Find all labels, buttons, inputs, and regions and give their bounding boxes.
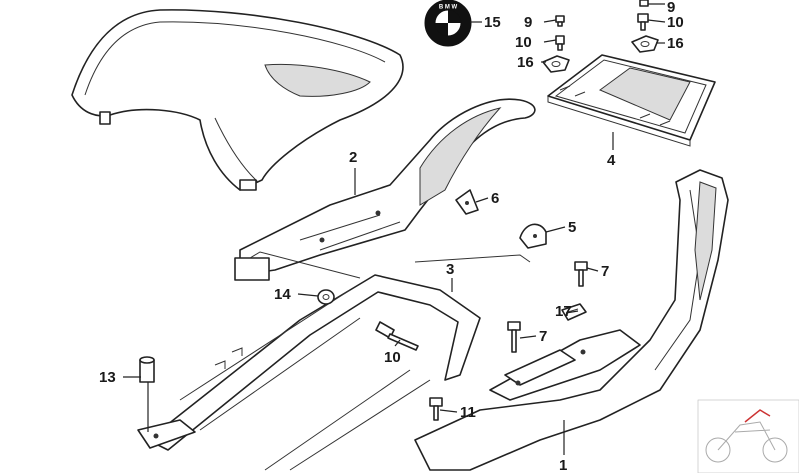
callout-9-right: 9	[667, 0, 676, 16]
callout-4: 4	[607, 152, 616, 169]
motorcycle-thumbnail	[697, 399, 799, 473]
screw-9-right	[639, 0, 649, 7]
callout-5: 5	[568, 219, 577, 236]
bolt-7-upper	[574, 261, 588, 287]
callout-15: 15	[484, 14, 501, 31]
callout-7-upper: 7	[601, 263, 610, 280]
rear-subframe-part	[137, 251, 531, 471]
rubber-buffer-5	[519, 223, 547, 249]
callout-17: 17	[555, 303, 572, 320]
callout-3: 3	[446, 261, 455, 278]
callout-7-lower: 7	[539, 328, 548, 345]
screw-10-top	[555, 35, 565, 51]
callout-1: 1	[559, 457, 568, 473]
callout-11: 11	[460, 404, 476, 421]
washer-16-left	[542, 55, 570, 73]
screw-10-right	[637, 13, 649, 31]
rubber-buffer-6	[455, 189, 479, 215]
bolt-11	[429, 397, 443, 421]
callout-6: 6	[491, 190, 500, 207]
callout-10-right: 10	[667, 14, 684, 31]
logo-lettering: B M W	[439, 5, 458, 11]
bmw-logo-part: B M W	[424, 0, 472, 47]
bolt-7-lower	[507, 321, 521, 353]
callout-14: 14	[274, 286, 291, 303]
callout-2: 2	[349, 149, 358, 166]
tail-frame-part	[414, 169, 729, 471]
bolt-10-lower	[375, 321, 419, 351]
bolt-13	[139, 356, 155, 383]
seat-cover-part	[71, 9, 404, 191]
luggage-rack-part	[547, 54, 716, 147]
grommet-14	[317, 289, 335, 305]
screw-9-top	[555, 15, 565, 27]
washer-16-right	[631, 35, 659, 53]
callout-9: 9	[524, 14, 533, 31]
leader-lines	[123, 3, 666, 455]
callout-16: 16	[517, 54, 534, 71]
callout-10-lower: 10	[384, 349, 401, 366]
callout-13: 13	[99, 369, 116, 386]
callout-16-right: 16	[667, 35, 684, 52]
grab-handle-part	[234, 98, 536, 281]
callout-10: 10	[515, 34, 532, 51]
